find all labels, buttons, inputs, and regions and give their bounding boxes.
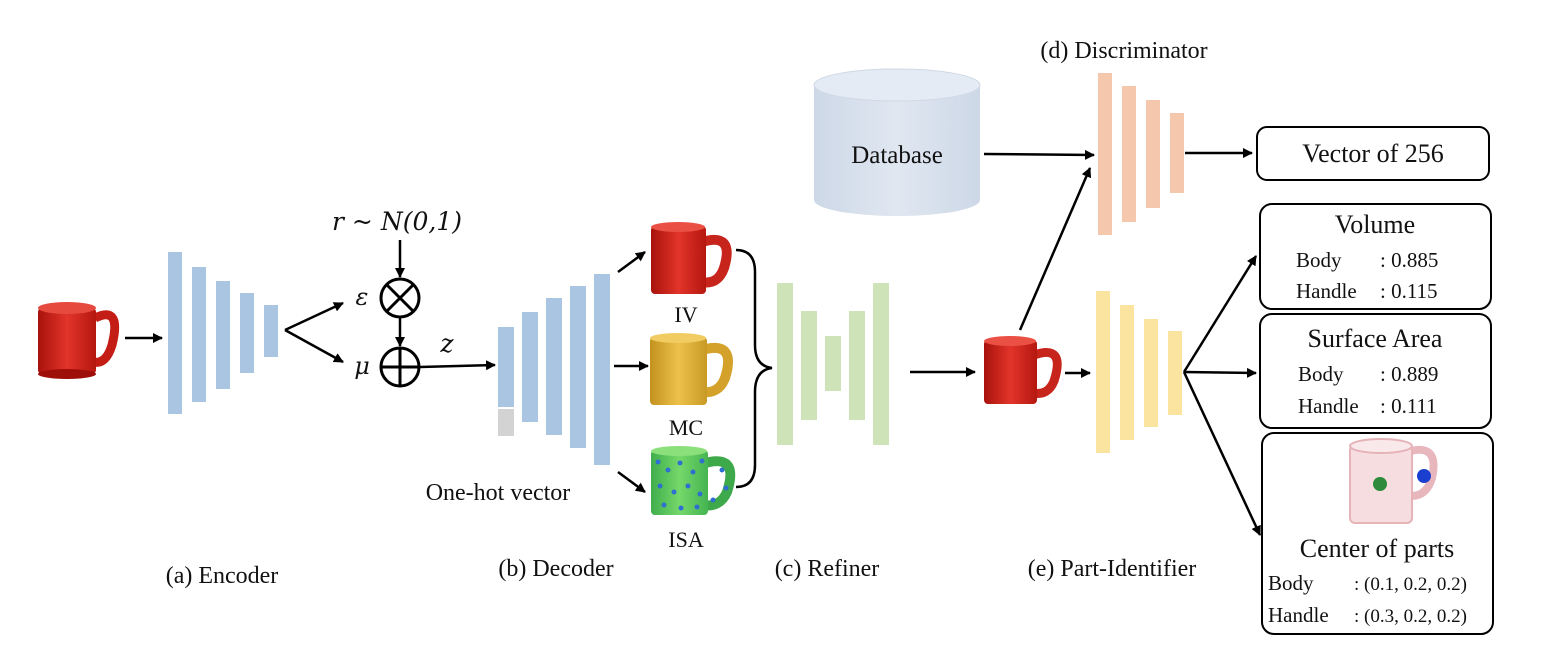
discriminator-layer xyxy=(1170,113,1184,193)
database-label: Database xyxy=(851,142,943,169)
arrow-mug-to-discriminator xyxy=(1018,167,1092,331)
mc-label: MC xyxy=(669,415,703,440)
z-symbol: z xyxy=(439,329,454,358)
decoder-layer xyxy=(498,327,514,407)
refined-mug-icon xyxy=(984,336,1062,404)
arrow-to-isa xyxy=(617,470,646,494)
volume-body-label: Body xyxy=(1296,248,1342,272)
center-body-label: Body xyxy=(1268,571,1314,595)
center-handle-value: : (0.3, 0.2, 0.2) xyxy=(1354,606,1467,627)
arrow-to-center xyxy=(1182,371,1262,536)
arrow-to-iv xyxy=(617,250,646,274)
vector-output-label: Vector of 256 xyxy=(1302,139,1444,168)
discriminator-label: (d) Discriminator xyxy=(1040,38,1207,64)
encoder-layer xyxy=(168,252,182,414)
merge-brace xyxy=(735,248,773,489)
encoder-layer xyxy=(216,281,230,389)
encoder-layer xyxy=(264,305,278,357)
multiply-node xyxy=(379,277,421,319)
mc-mug-icon xyxy=(650,333,734,405)
surface-area-body-value: : 0.889 xyxy=(1380,362,1438,386)
input-mug-icon xyxy=(38,302,120,379)
refiner-layer xyxy=(825,336,841,391)
noise-label: r ~ N(0,1) xyxy=(332,207,462,236)
vector-output-box: Vector of 256 xyxy=(1256,126,1490,181)
decoder-layer xyxy=(570,286,586,448)
surface-area-handle-label: Handle xyxy=(1298,394,1359,418)
volume-output-box: Volume Body : 0.885 Handle : 0.115 xyxy=(1259,203,1492,310)
surface-area-body-label: Body xyxy=(1298,362,1344,386)
arrow-to-surface-area xyxy=(1183,367,1257,378)
part-identifier-block xyxy=(1096,291,1182,453)
volume-handle-label: Handle xyxy=(1296,279,1357,303)
encoder-label: (a) Encoder xyxy=(166,563,279,589)
arrow-to-volume xyxy=(1182,255,1258,373)
isa-mug-icon xyxy=(651,446,736,515)
refiner-label: (c) Refiner xyxy=(775,556,880,582)
decoder-layer xyxy=(594,274,610,465)
arrow-database-to-discriminator xyxy=(983,149,1095,160)
iv-label: IV xyxy=(674,302,697,327)
discriminator-block xyxy=(1098,73,1184,235)
part-identifier-layer xyxy=(1120,305,1134,440)
add-node xyxy=(379,346,421,388)
center-of-parts-output-box: Center of parts Body : (0.1, 0.2, 0.2) H… xyxy=(1261,432,1494,635)
discriminator-layer xyxy=(1098,73,1112,235)
center-body-value: : (0.1, 0.2, 0.2) xyxy=(1354,574,1467,595)
one-hot-vector-cell xyxy=(498,409,514,436)
decoder-layer xyxy=(546,298,562,435)
volume-handle-value: : 0.115 xyxy=(1380,279,1438,303)
part-identifier-label: (e) Part-Identifier xyxy=(1028,556,1197,582)
encoder-block xyxy=(168,252,278,414)
arrow-to-mu xyxy=(284,328,344,364)
center-handle-label: Handle xyxy=(1268,603,1329,627)
epsilon-symbol: ε xyxy=(356,283,369,311)
volume-body-value: : 0.885 xyxy=(1380,248,1438,272)
isa-label: ISA xyxy=(668,527,704,552)
refiner-block xyxy=(777,283,889,445)
refiner-layer xyxy=(873,283,889,445)
wireframe-mug-icon xyxy=(1349,438,1438,524)
decoder-block xyxy=(498,274,610,465)
refiner-layer xyxy=(777,283,793,445)
discriminator-layer xyxy=(1122,86,1136,222)
decoder-label: (b) Decoder xyxy=(498,556,613,582)
volume-title: Volume xyxy=(1335,210,1415,239)
surface-area-title: Surface Area xyxy=(1308,324,1443,353)
arrow-to-epsilon xyxy=(284,301,344,332)
encoder-layer xyxy=(192,267,206,402)
surface-area-handle-value: : 0.111 xyxy=(1380,394,1437,418)
discriminator-layer xyxy=(1146,100,1160,208)
part-identifier-layer xyxy=(1144,319,1158,427)
iv-mug-icon xyxy=(651,222,732,294)
body-center-marker xyxy=(1373,477,1387,491)
center-title: Center of parts xyxy=(1300,534,1455,563)
handle-center-marker xyxy=(1417,469,1431,483)
part-identifier-layer xyxy=(1168,331,1182,415)
decoder-layer xyxy=(522,312,538,422)
arrow-z-to-decoder xyxy=(419,360,496,371)
encoder-layer xyxy=(240,293,254,373)
refiner-layer xyxy=(801,311,817,420)
refiner-layer xyxy=(849,311,865,420)
one-hot-label: One-hot vector xyxy=(426,480,571,506)
surface-area-output-box: Surface Area Body : 0.889 Handle : 0.111 xyxy=(1259,313,1492,429)
part-identifier-layer xyxy=(1096,291,1110,453)
database-icon xyxy=(813,68,981,216)
mu-symbol: μ xyxy=(354,352,370,380)
